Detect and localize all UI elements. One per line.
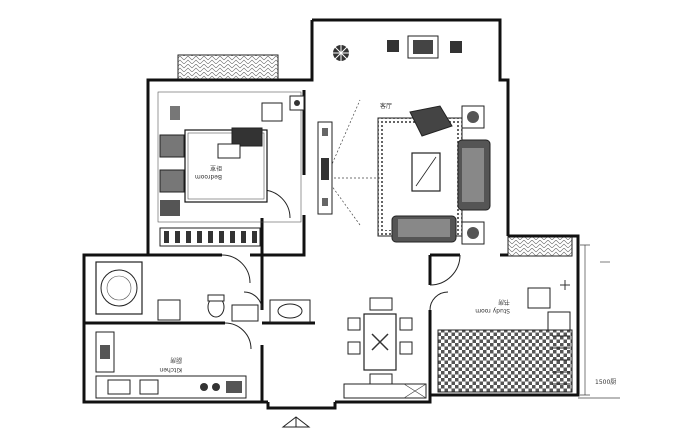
bedroom-label-en: Bedroom bbox=[195, 173, 222, 180]
dimension-text: 1500厨 bbox=[595, 379, 616, 386]
dining-area bbox=[343, 297, 427, 399]
study-balcony bbox=[507, 235, 573, 257]
bedroom: 卧室 Bedroom bbox=[157, 91, 305, 247]
tv-cabinet bbox=[317, 121, 333, 215]
exterior-walls bbox=[82, 18, 580, 410]
dimension-markers: 1500厨 bbox=[578, 244, 620, 399]
interior-walls bbox=[84, 90, 508, 402]
living-label-cn: 客厅 bbox=[380, 102, 392, 110]
terrace-furniture bbox=[330, 35, 462, 64]
kitchen: 厨房 Kitchen bbox=[95, 331, 247, 399]
entrance-arrow-icon bbox=[281, 416, 311, 428]
study-label-cn: 书房 bbox=[498, 298, 510, 306]
bedroom-balcony bbox=[177, 54, 279, 80]
tv-sightline bbox=[325, 99, 380, 226]
living-room: 客厅 bbox=[377, 102, 491, 245]
bedroom-label-cn: 卧室 bbox=[210, 164, 222, 172]
armchair-top bbox=[409, 105, 453, 137]
kitchen-label-en: Kitchen bbox=[159, 366, 182, 373]
bathroom bbox=[95, 261, 311, 323]
counter bbox=[95, 375, 247, 399]
study-room: 书房 Study room bbox=[437, 280, 573, 393]
tiled-floor bbox=[437, 329, 573, 393]
kitchen-label-cn: 厨房 bbox=[170, 356, 182, 364]
study-label-en: Study room bbox=[475, 307, 510, 314]
